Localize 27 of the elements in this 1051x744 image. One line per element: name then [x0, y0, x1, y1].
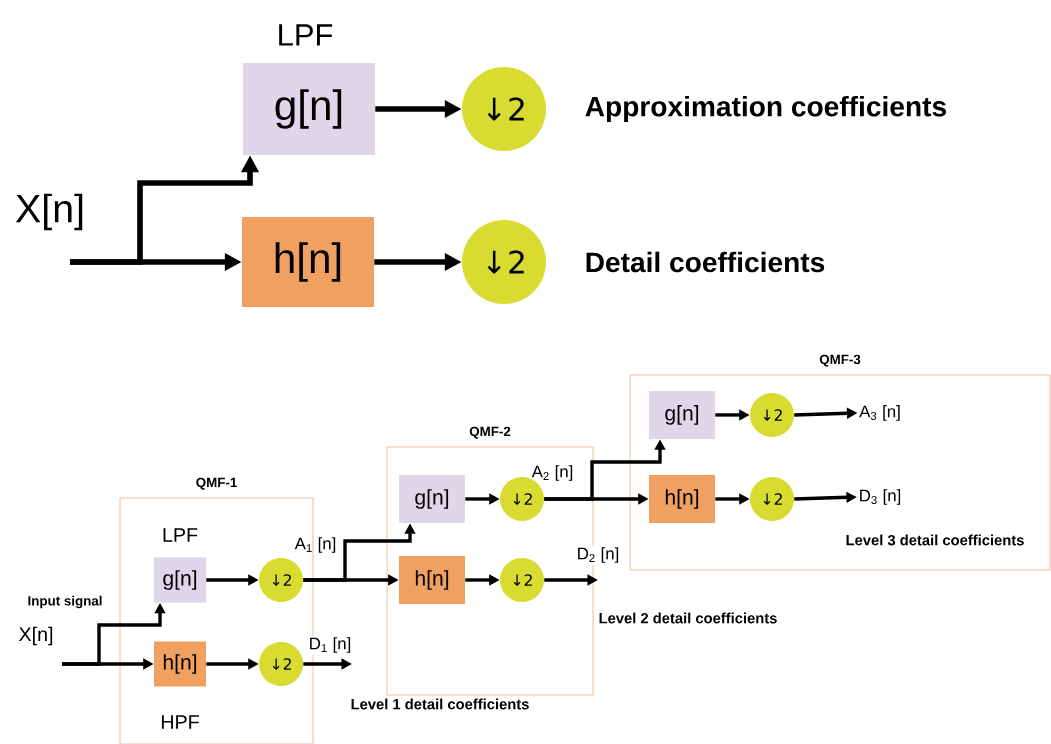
filter-box: h[n]: [399, 556, 465, 604]
edge-label: D$_{2}$ [n]: [575, 545, 621, 565]
output-label: Approximation coefficients: [585, 95, 946, 123]
signal-label: X[n]: [18, 626, 53, 646]
level-label: Level 3 detail coefficients: [846, 534, 1024, 546]
filter-box: g[n]: [243, 63, 375, 155]
signal-label: Input signal: [28, 595, 102, 609]
filter-box: h[n]: [242, 217, 374, 307]
filter-box: h[n]: [154, 641, 206, 687]
edge-label: D$_{1}$ [n]: [307, 635, 353, 655]
output-label: A$_{1}$ [n]: [294, 537, 336, 553]
filter-box: h[n]: [649, 475, 715, 523]
signal-label: X[n]: [15, 193, 83, 231]
filter-label: HPF: [161, 715, 199, 729]
output-text: D$_{3}$ [n]: [860, 489, 901, 505]
output-text: A$_{3}$ [n]: [859, 405, 900, 421]
filter-box: g[n]: [399, 475, 465, 523]
filter-label: LPF: [163, 528, 198, 542]
node-label: QMF-3: [819, 354, 861, 367]
level-label: Level 1 detail coefficients: [351, 698, 529, 710]
level-label: Level 2 detail coefficients: [599, 612, 777, 624]
filter-label: LPF: [279, 24, 333, 46]
filter-box: g[n]: [649, 390, 715, 439]
node-label: QMF-1: [196, 477, 237, 490]
filter-box: g[n]: [154, 557, 206, 603]
output-label: Detail coefficients: [586, 251, 825, 273]
node-label: QMF-2: [469, 426, 511, 439]
